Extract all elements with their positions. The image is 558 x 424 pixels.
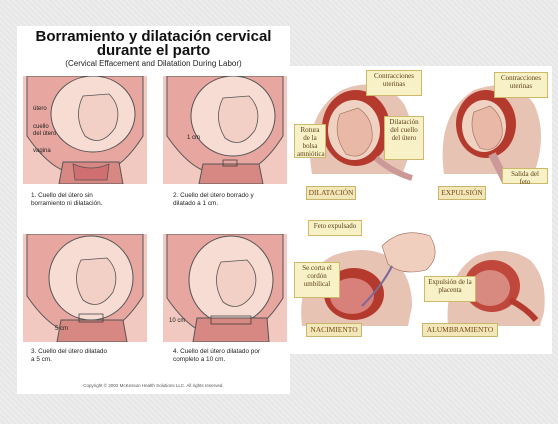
- caption-3-line-2: a 5 cm.: [31, 356, 149, 364]
- caption-1-line-1: 1. Cuello del útero sin: [31, 192, 149, 200]
- caption-4-line-2: completo a 10 cm.: [173, 356, 291, 364]
- caption-4-line-1: 4. Cuello del útero dilatado por: [173, 348, 291, 356]
- cervical-dilation-sheet: Borramiento y dilatación cervical durant…: [17, 26, 290, 394]
- panel-4-illustration: 10 cm: [163, 234, 287, 342]
- labor-stages-sheet: Contracciones uterinas Rotura de la bols…: [290, 66, 552, 354]
- label-10-cm: 10 cm: [169, 318, 185, 325]
- label-vagina: vagina: [33, 148, 51, 155]
- label-1-cm: 1 cm: [187, 135, 200, 142]
- label-utero: útero: [33, 106, 47, 113]
- uterus-illustration-2: [163, 76, 287, 184]
- caption-2-line-1: 2. Cuello del útero borrado y: [173, 192, 291, 200]
- copyright-text: Copyright © 2002 McKesson Health Solutio…: [17, 383, 290, 388]
- sheet-title-line-2: durante el parto: [17, 43, 290, 59]
- stage-caption-nacimiento: NACIMIENTO: [306, 323, 362, 337]
- caption-4: 4. Cuello del útero dilatado por complet…: [173, 348, 291, 364]
- box-feto-expulsado: Feto expulsado: [308, 220, 362, 236]
- label-5-cm: 5 cm: [55, 326, 68, 333]
- panel-3-illustration: 5 cm: [23, 234, 147, 342]
- box-salida-feto: Salida del feto: [502, 168, 548, 184]
- box-expulsion-placenta: Expulsión de la placenta: [424, 276, 476, 302]
- caption-3-line-1: 3. Cuello del útero dilatado: [31, 348, 149, 356]
- caption-1: 1. Cuello del útero sin borramiento ni d…: [31, 192, 149, 208]
- label-del-utero: del útero: [33, 131, 56, 138]
- box-contracciones-uterinas-1: Contracciones uterinas: [366, 70, 422, 96]
- box-cordon-umbilical: Se corta el cordón umbilical: [294, 262, 340, 298]
- caption-2-line-2: dilatado a 1 cm.: [173, 200, 291, 208]
- panel-2-illustration: 1 cm: [163, 76, 287, 184]
- caption-2: 2. Cuello del útero borrado y dilatado a…: [173, 192, 291, 208]
- stage-caption-expulsion: EXPULSIÓN: [438, 186, 486, 200]
- box-rotura-bolsa: Rotura de la bolsa amniótica: [294, 124, 326, 158]
- uterus-illustration-3: [23, 234, 147, 342]
- stage-caption-alumbramiento: ALUMBRAMIENTO: [422, 323, 498, 337]
- uterus-illustration-4: [163, 234, 287, 342]
- caption-1-line-2: borramiento ni dilatación.: [31, 200, 149, 208]
- panel-1-illustration: útero cuello del útero vagina: [23, 76, 147, 184]
- box-dilatacion-cuello: Dilatación del cuello del útero: [384, 116, 424, 160]
- stage-caption-dilatacion: DILATACIÓN: [306, 186, 356, 200]
- sheet-subtitle: (Cervical Effacement and Dilatation Duri…: [17, 59, 290, 68]
- box-contracciones-uterinas-2: Contracciones uterinas: [494, 72, 548, 98]
- caption-3: 3. Cuello del útero dilatado a 5 cm.: [31, 348, 149, 364]
- label-cuello: cuello: [33, 124, 49, 131]
